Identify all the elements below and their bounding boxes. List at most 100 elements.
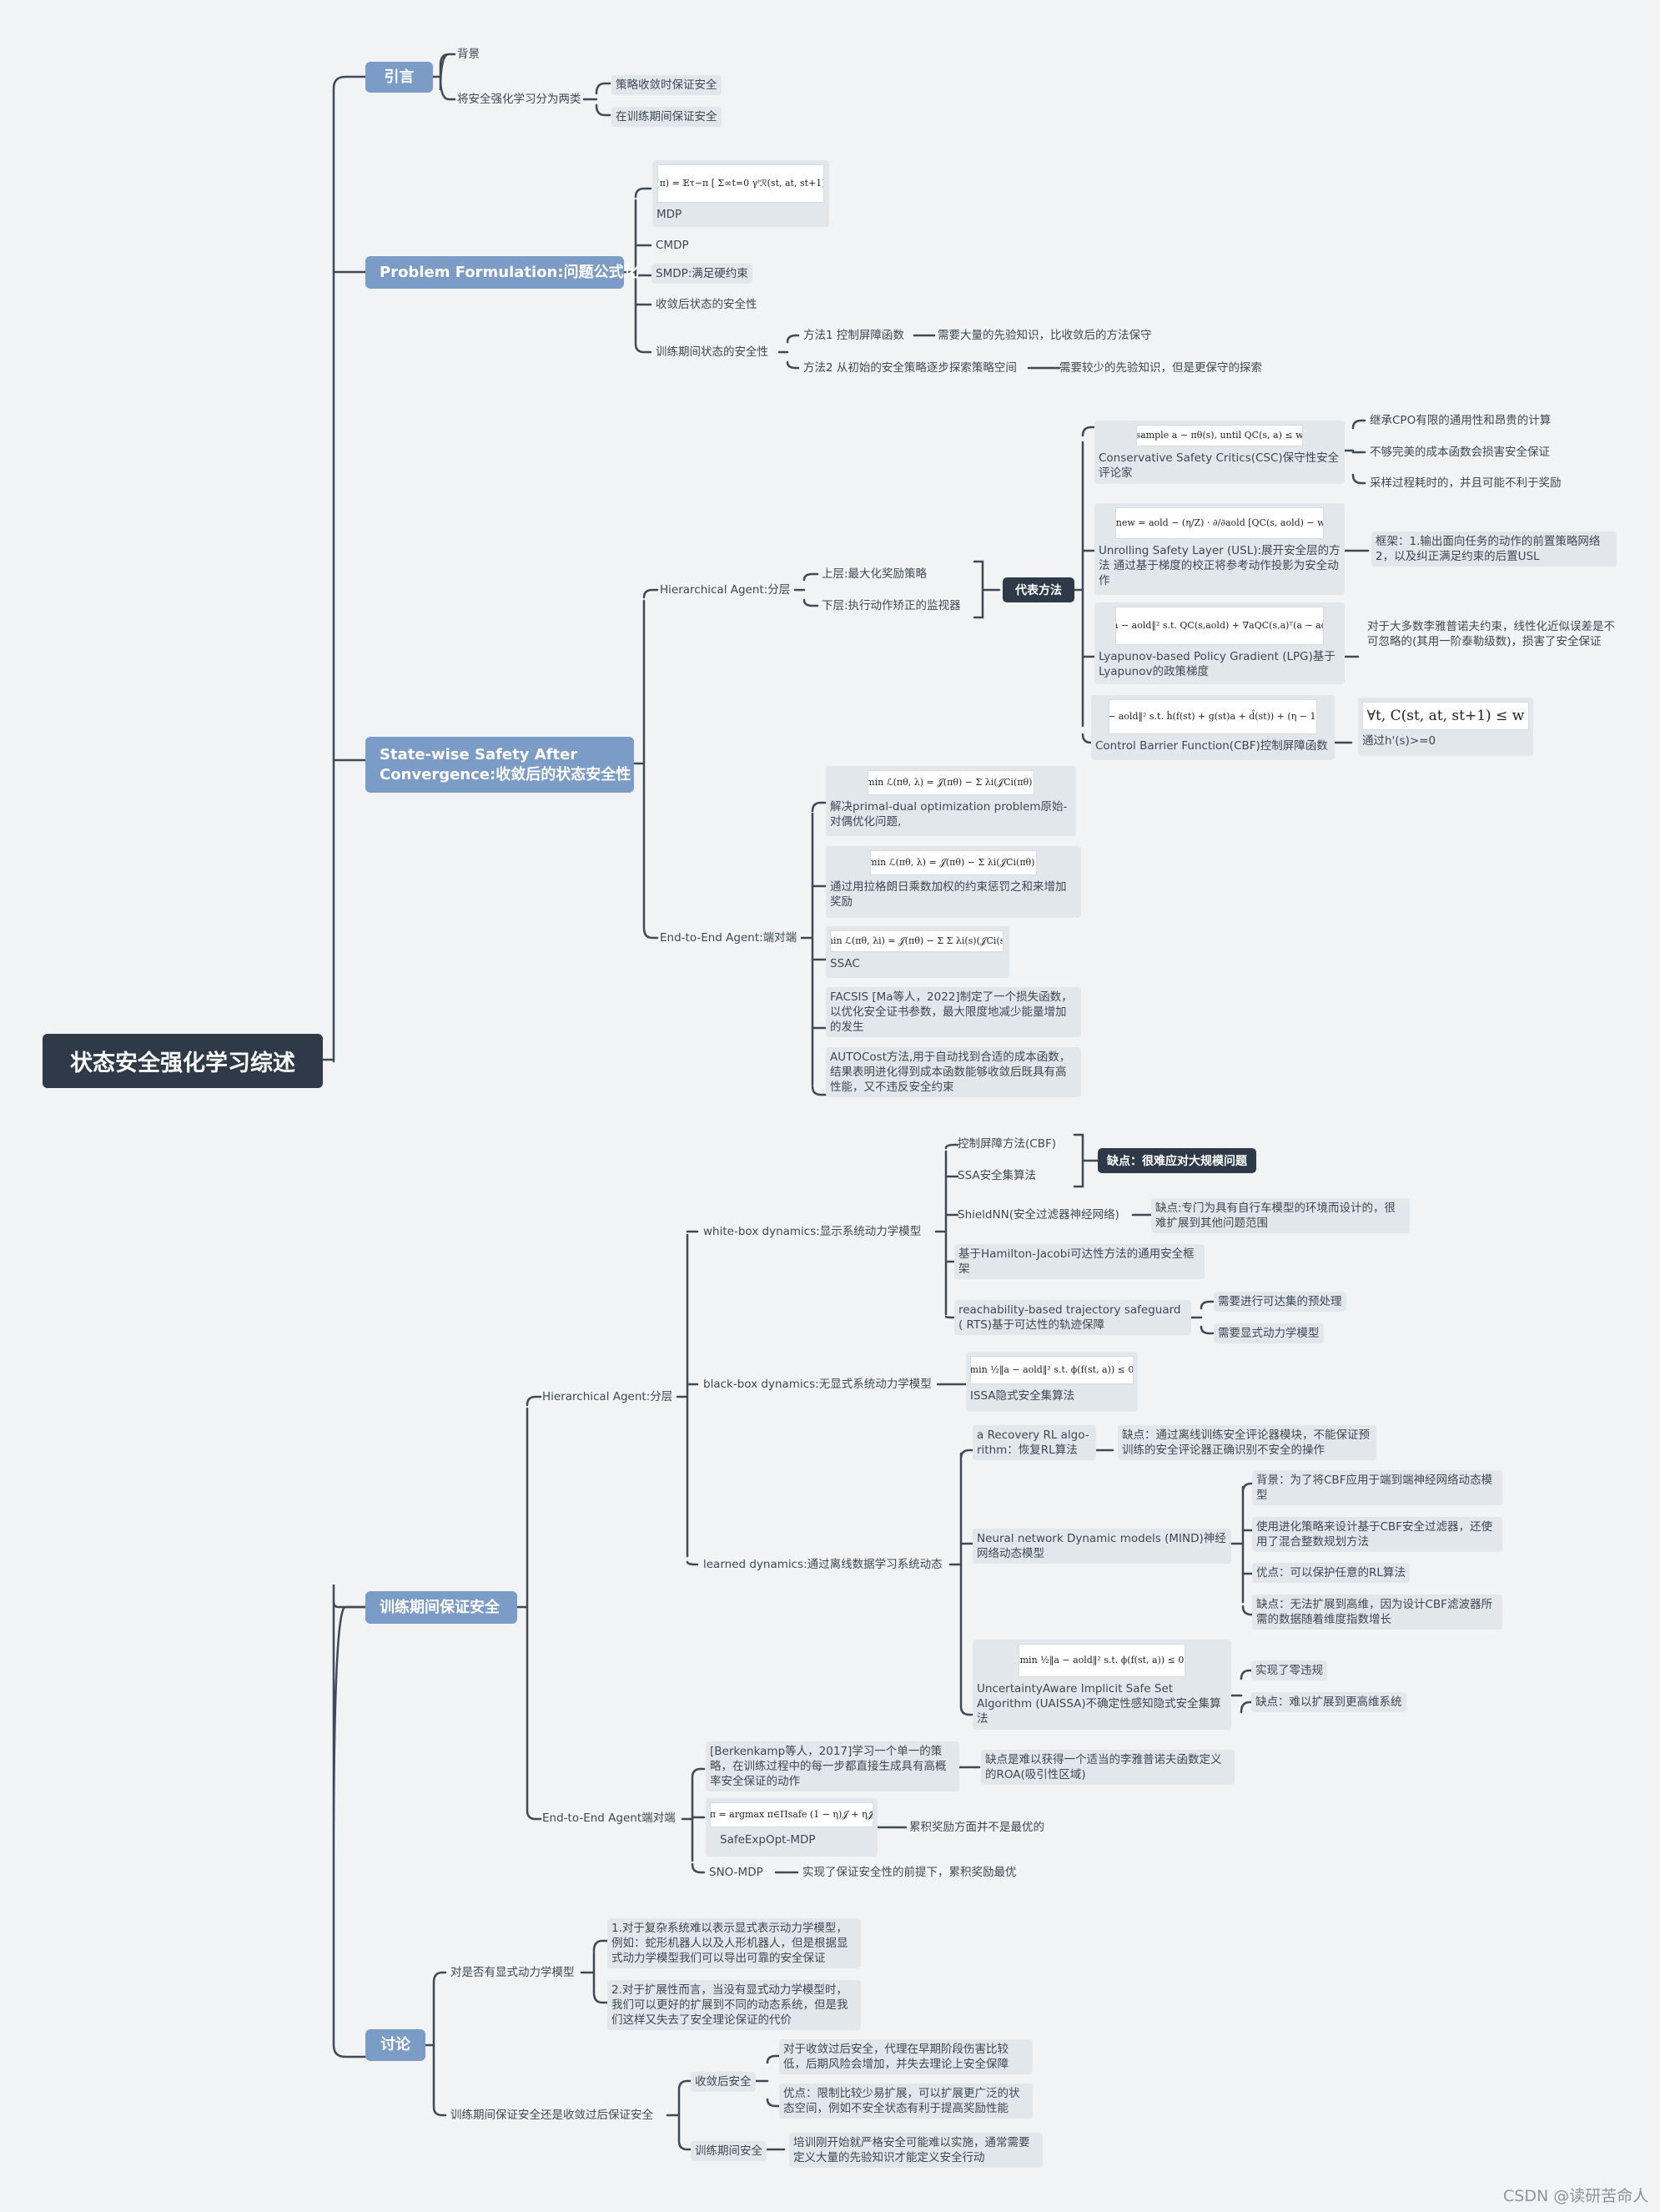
formulation-objective: 𝒥(π) = 𝔼τ∼π [ Σ∞t=0 γᵗℛ(st, at, st+1) ] …: [652, 160, 829, 227]
white-cbf: 控制屏障方法(CBF): [958, 1137, 1056, 1151]
white-hamilton-jacobi: 基于Hamilton-Jacobi可达性方法的通用安全框架: [954, 1244, 1205, 1279]
shieldnn-note: 缺点:专门为具有自行车模型的环境而设计的，很难扩展到其他问题范围: [1151, 1198, 1410, 1233]
mind-node: Neural network Dynamic models (MIND)神经网络…: [973, 1529, 1231, 1564]
autocost-node: AUTOCost方法,用于自动找到合适的成本函数，结果表明进化得到成本函数能够收…: [826, 1047, 1081, 1097]
mind-note-4: 缺点：无法扩展到高维，因为设计CBF滤波器所需的数据随着维度指数增长: [1252, 1595, 1502, 1630]
formulation-method1: 方法1 控制屏障函数: [803, 329, 904, 342]
uaissa-label: UncertaintyAware Implicit Safe Set Algor…: [977, 1682, 1221, 1726]
safeexpopt-formula: π = argmax π∈Πsafe (1 − η)𝒥 + η𝒥̃: [710, 1802, 873, 1827]
lpg-label: Lyapunov-based Policy Gradient (LPG)基于Ly…: [1099, 650, 1336, 678]
discussion-q1-b: 2.对于扩展性而言，当没有显式动力学模型时，我们可以更好的扩展到不同的动态系统，…: [607, 1980, 861, 2030]
branch-after-convergence[interactable]: State-wise Safety After Convergence:收敛后的…: [365, 737, 634, 793]
discussion-q2: 训练期间保证安全还是收敛过后保证安全: [450, 2109, 653, 2122]
cbf-after-node: min ½‖a − aold‖² s.t. ḣ(f(st) + g(st)a +…: [1091, 695, 1335, 760]
intro-split-a: 策略收敛时保证安全: [611, 75, 722, 95]
csc-label: Conservative Safety Critics(CSC)保守性安全评论家: [1099, 451, 1340, 480]
intro-split: 将安全强化学习分为两类: [457, 93, 581, 106]
discussion-training-a: 培训刚开始就严格安全可能难以实施，通常需要定义大量的先验知识才能定义安全行动: [789, 2133, 1043, 2168]
white-box-drawback-tag: 缺点：很难应对大规模问题: [1098, 1148, 1256, 1173]
root-title: 状态安全强化学习综述: [43, 1034, 323, 1088]
formulation-training: 训练期间状态的安全性: [656, 345, 768, 359]
discussion-converged-b: 优点：限制比较少易扩展，可以扩展更广泛的状态空间，例如不安全状态有利于提高奖励性…: [779, 2084, 1033, 2119]
formulation-method2: 方法2 从初始的安全策略逐步探索策略空间: [803, 361, 1017, 375]
ssac-label: SSAC: [830, 957, 860, 970]
berkenkamp-node: [Berkenkamp等人，2017]学习一个单一的策略，在训练过程中的每一步都…: [706, 1741, 959, 1791]
after-title-line2: Convergence:收敛后的状态安全性: [380, 765, 631, 784]
ssac-node: max min ℒ(πθ, λi) = 𝒥(πθ) − Σ Σ λi(s)(𝒥C…: [826, 926, 1009, 978]
after-end-to-end: End-to-End Agent:端对端: [660, 931, 797, 945]
lpg-node: min ½‖a − aold‖² s.t. QC(s,aold) + ∇aQC(…: [1094, 602, 1345, 684]
cbf-note-formula: ∀t, C(st, at, st+1) ≤ w: [1362, 702, 1529, 730]
discussion-q1: 对是否有显式动力学模型: [450, 1966, 575, 1979]
branch-discussion[interactable]: 讨论: [365, 2029, 425, 2061]
branch-formulation[interactable]: Problem Formulation:问题公式化: [365, 256, 639, 289]
issa-node: min ½‖a − aold‖² s.t. ϕ(f(st, a)) ≤ 0 IS…: [966, 1352, 1138, 1412]
lpg-formula: min ½‖a − aold‖² s.t. QC(s,aold) + ∇aQC(…: [1115, 607, 1324, 645]
cbf-after-formula: min ½‖a − aold‖² s.t. ḣ(f(st) + g(st)a +…: [1109, 699, 1317, 734]
white-shieldnn: ShieldNN(安全过滤器神经网络): [958, 1208, 1119, 1222]
rts-note-1: 需要进行可达集的预处理: [1214, 1292, 1346, 1312]
mind-note-3: 优点：可以保护任意的RL算法: [1252, 1563, 1410, 1583]
csc-note-3: 采样过程耗时的，并且可能不利于奖励: [1370, 476, 1562, 490]
branch-intro[interactable]: 引言: [365, 62, 433, 93]
training-hierarchical: Hierarchical Agent:分层: [542, 1390, 673, 1403]
discussion-converged-a: 对于收敛过后安全，代理在早期阶段伤害比较低，后期风险会增加，并失去理论上安全保障: [779, 2039, 1033, 2074]
formulation-converged: 收敛后状态的安全性: [656, 298, 757, 311]
sno-mdp: SNO-MDP: [709, 1866, 763, 1879]
uaissa-formula: min ½‖a − aold‖² s.t. ϕ(f(st, a)) ≤ 0: [1019, 1644, 1185, 1677]
usl-node: anew = aold − (η/Z) · ∂/∂aold [QC(s, aol…: [1094, 503, 1345, 595]
usl-note: 框架：1.输出面向任务的动作的前置策略网络2，以及纠正满足约束的后置USL: [1371, 532, 1617, 567]
representative-methods-tag: 代表方法: [1003, 577, 1074, 602]
training-end-to-end: End-to-End Agent端对端: [542, 1811, 676, 1825]
lagrangian-label: 通过用拉格朗日乘数加权的约束惩罚之和来增加奖励: [830, 880, 1067, 909]
primal-dual-formula: max min ℒ(πθ, λ) = 𝒥(πθ) − Σ λi(𝒥Ci(πθ) …: [868, 770, 1034, 795]
rts-note-2: 需要显式动力学模型: [1214, 1323, 1324, 1343]
recovery-rl: a Recovery RL algo- rithm：恢复RL算法: [973, 1425, 1096, 1460]
branch-training[interactable]: 训练期间保证安全: [365, 1591, 517, 1624]
csc-node: sample a ∼ πθ(s), until QC(s, a) ≤ w Con…: [1094, 421, 1345, 484]
mdp-label: MDP: [656, 208, 682, 221]
uaissa-note-2: 缺点：难以扩展到更高维系统: [1251, 1692, 1406, 1712]
white-rts: reachability-based trajectory safeguard …: [954, 1300, 1191, 1335]
csc-note-1: 继承CPO有限的通用性和昂贵的计算: [1370, 414, 1552, 427]
berkenkamp-note: 缺点是难以获得一个适当的李雅普诺夫函数定义的ROA(吸引性区域): [981, 1750, 1235, 1785]
lagrangian-node: max min ℒ(πθ, λ) = 𝒥(πθ) − Σ λi(𝒥Ci(πθ) …: [826, 846, 1081, 918]
discussion-training: 训练期间安全: [691, 2141, 767, 2161]
usl-label: Unrolling Safety Layer (USL):展开安全层的方法 通过…: [1099, 544, 1341, 587]
black-box-dynamics: black-box dynamics:无显式系统动力学模型: [703, 1378, 932, 1391]
safeexpopt-node: π = argmax π∈Πsafe (1 − η)𝒥 + η𝒥̃ SafeEx…: [706, 1798, 878, 1857]
formulation-cmdp: CMDP: [656, 239, 689, 252]
cbf-after-note: ∀t, C(st, at, st+1) ≤ w 通过h'(s)>=0: [1358, 698, 1533, 756]
formulation-method2-note: 需要较少的先验知识，但是更保守的探索: [1059, 361, 1262, 375]
safeexpopt-note: 累积奖励方面并不是最优的: [909, 1821, 1044, 1834]
uaissa-note-1: 实现了零违规: [1251, 1660, 1327, 1680]
sno-mdp-note: 实现了保证安全性的前提下，累积奖励最优: [802, 1866, 1017, 1879]
lpg-note: 对于大多数李雅普诺夫约束，线性化近似误差是不可忽略的(其用一阶泰勒级数)，损害了…: [1367, 620, 1615, 648]
formulation-method1-note: 需要大量的先验知识，比收敛后的方法保守: [938, 329, 1152, 342]
issa-label: ISSA隐式安全集算法: [970, 1389, 1075, 1403]
cbf-after-label: Control Barrier Function(CBF)控制屏障函数: [1095, 739, 1328, 753]
recovery-note: 缺点：通过离线训练安全评论器模块，不能保证预训练的安全评论器正确识别不安全的操作: [1118, 1425, 1376, 1460]
root-trunk: [320, 75, 367, 2058]
after-lower-layer: 下层:执行动作矫正的监视器: [822, 599, 961, 612]
intro-background: 背景: [457, 48, 480, 61]
issa-formula: min ½‖a − aold‖² s.t. ϕ(f(st, a)) ≤ 0: [970, 1356, 1134, 1384]
intro-split-b: 在训练期间保证安全: [611, 107, 722, 127]
mind-note-1: 背景：为了将CBF应用于端到端神经网络动态模型: [1252, 1470, 1502, 1505]
mind-note-2: 使用进化策略来设计基于CBF安全过滤器，还使用了混合整数规划方法: [1252, 1517, 1502, 1552]
learned-dynamics: learned dynamics:通过离线数据学习系统动态: [703, 1558, 943, 1571]
usl-formula: anew = aold − (η/Z) · ∂/∂aold [QC(s, aol…: [1115, 507, 1324, 539]
cbf-note-label: 通过h'(s)>=0: [1362, 734, 1436, 748]
discussion-q1-a: 1.对于复杂系统难以表示显式表示动力学模型，例如：蛇形机器人以及人形机器人，但是…: [607, 1918, 861, 1968]
watermark: CSDN @读研苦命人: [1503, 2187, 1649, 2205]
primal-dual-node: max min ℒ(πθ, λ) = 𝒥(πθ) − Σ λi(𝒥Ci(πθ) …: [826, 766, 1076, 836]
facsis-node: FACSIS [Ma等人，2022]制定了一个损失函数，以优化安全证书参数，最大…: [826, 987, 1081, 1037]
csc-note-2: 不够完美的成本函数会损害安全保证: [1370, 446, 1550, 459]
csc-formula: sample a ∼ πθ(s), until QC(s, a) ≤ w: [1136, 425, 1303, 446]
uaissa-node: min ½‖a − aold‖² s.t. ϕ(f(st, a)) ≤ 0 Un…: [973, 1640, 1231, 1730]
safeexpopt-label: SafeExpOpt-MDP: [720, 1833, 816, 1847]
discussion-converged: 收敛后安全: [691, 2072, 756, 2092]
after-title-line1: State-wise Safety After: [380, 745, 578, 763]
white-box-dynamics: white-box dynamics:显示系统动力学模型: [703, 1225, 922, 1238]
